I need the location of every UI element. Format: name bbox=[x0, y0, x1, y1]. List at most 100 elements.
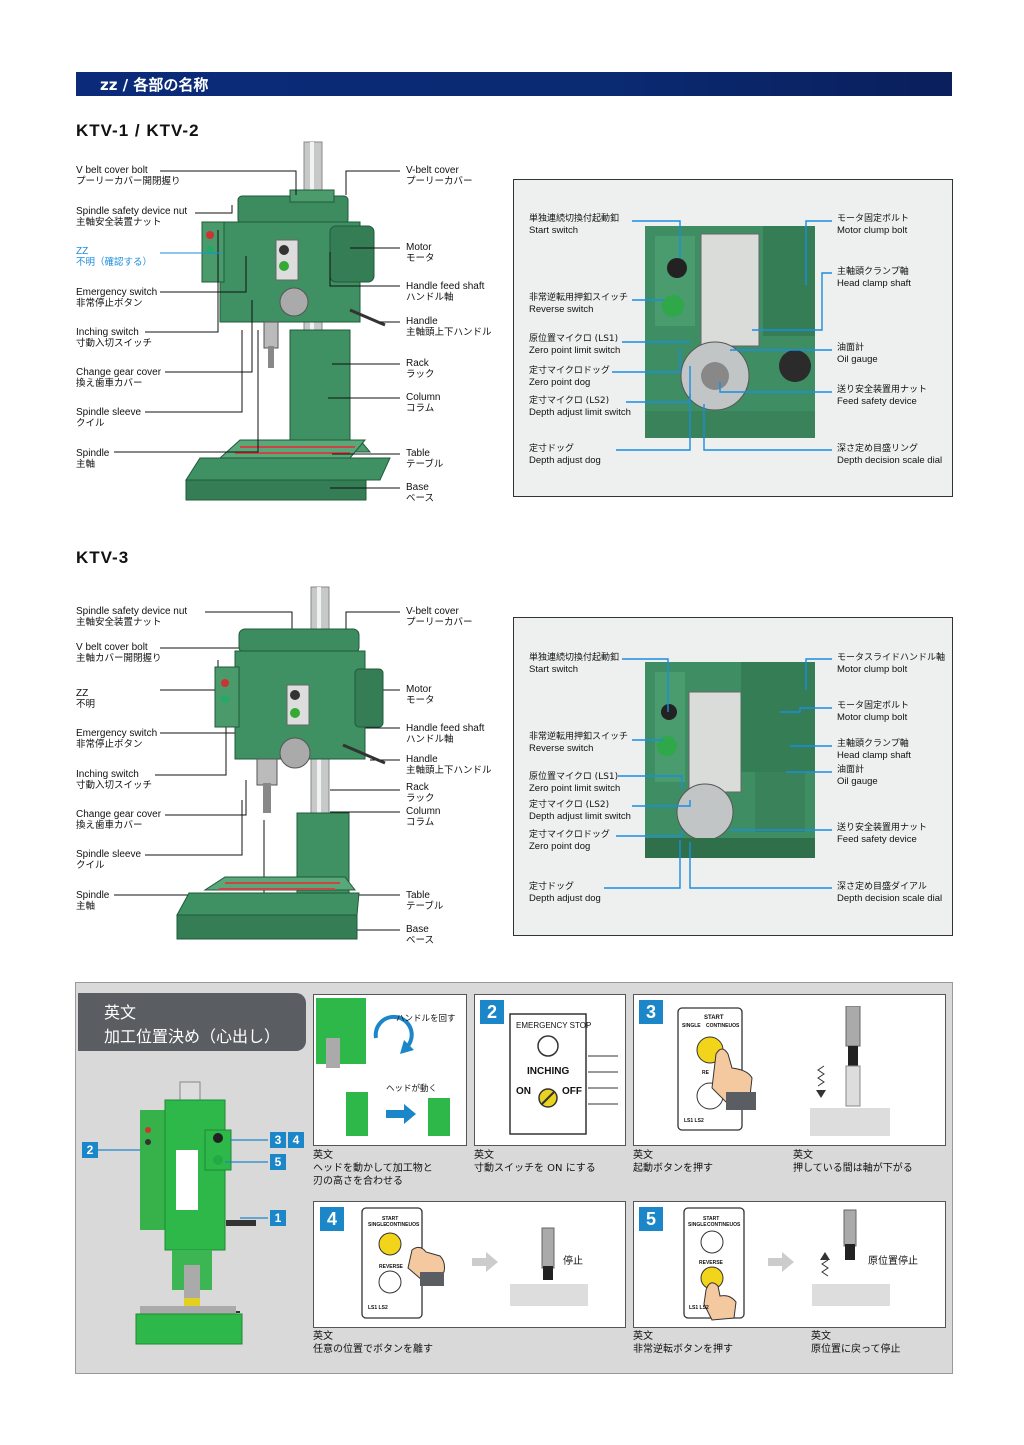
drill-press-ktv3-illustration bbox=[176, 586, 386, 940]
model-title-ktv12: KTV-1 / KTV-2 bbox=[76, 121, 200, 140]
photo-label-zero-point-limit: 原位置マイクロ (LS1)Zero point limit switch bbox=[529, 334, 621, 356]
step-4-start-label: START bbox=[382, 1216, 399, 1222]
step-3-cont-label: CONTINEUOS bbox=[706, 1023, 740, 1029]
tag-4: 4 bbox=[288, 1132, 304, 1148]
step-3-illustration bbox=[677, 1006, 890, 1136]
model-title-ktv3: KTV-3 bbox=[76, 548, 130, 567]
step-3-reverse-label: RE bbox=[702, 1070, 709, 1076]
tag-5: 5 bbox=[270, 1154, 286, 1170]
step-3-single-label: SINGLE bbox=[682, 1023, 701, 1029]
step-5-badge: 5 bbox=[639, 1207, 663, 1231]
photo-label-depth-adjust-limit: 定寸マイクロ (LS2)Depth adjust limit switch bbox=[529, 396, 631, 418]
step-4-reverse-label: REVERSE bbox=[379, 1264, 403, 1270]
step-2-panel-illustration bbox=[509, 1013, 618, 1135]
step-3-start-label: START bbox=[704, 1015, 724, 1021]
step-2-caption: 英文寸動スイッチを ON にする bbox=[474, 1150, 596, 1174]
step-4-badge: 4 bbox=[320, 1207, 344, 1231]
step-2-emergency-stop: EMERGENCY STOP bbox=[516, 1021, 592, 1030]
tag-1: 1 bbox=[270, 1210, 286, 1226]
photo3-label-depth-adjust-limit: 定寸マイクロ (LS2)Depth adjust limit switch bbox=[529, 800, 631, 822]
step-3-caption-b: 英文押している間は軸が下がる bbox=[793, 1150, 913, 1174]
tag-3: 3 bbox=[270, 1132, 286, 1148]
green-machine-illustration bbox=[135, 1081, 256, 1345]
step-4-single-label: SINGLE bbox=[368, 1222, 387, 1228]
step-5-reverse-label: REVERSE bbox=[699, 1260, 723, 1266]
step-2-off-label: OFF bbox=[562, 1086, 582, 1097]
step-5-start-label: START bbox=[703, 1216, 720, 1222]
step-1-caption: 英文ヘッドを動かして加工物と刃の高さを合わせる bbox=[313, 1150, 433, 1187]
control-panel-photo-ktv3 bbox=[645, 662, 815, 858]
step-1-note-turn-handle: ハンドルを回す bbox=[396, 1014, 456, 1024]
section-header-bar: zz / 各部の名称 bbox=[76, 72, 952, 96]
step-5-caption: 英文非常逆転ボタンを押す bbox=[633, 1331, 733, 1355]
step-3-caption: 英文起動ボタンを押す bbox=[633, 1150, 713, 1174]
step-5-ls-label: LS1 LS2 bbox=[689, 1305, 709, 1311]
step-4-illustration bbox=[361, 1207, 588, 1319]
step-5-home-stop-label: 原位置停止 bbox=[868, 1256, 918, 1267]
step-4-ls-label: LS1 LS2 bbox=[368, 1305, 388, 1311]
step-2-inching-label: INCHING bbox=[527, 1066, 570, 1077]
drill-press-ktv12-illustration bbox=[185, 141, 391, 501]
step-4-cont-label: CONTINEUOS bbox=[386, 1222, 420, 1228]
step-3-badge: 3 bbox=[639, 1000, 663, 1024]
step-1-note-head-moves: ヘッドが動く bbox=[386, 1084, 438, 1094]
photo3-label-zero-point-limit: 原位置マイクロ (LS1)Zero point limit switch bbox=[529, 772, 621, 794]
step-4-caption: 英文任意の位置でボタンを離す bbox=[313, 1331, 433, 1355]
step-5-single-label: SINGLE bbox=[688, 1222, 707, 1228]
control-panel-photo-ktv12 bbox=[645, 226, 815, 438]
step-1-illustration bbox=[316, 998, 450, 1136]
section-title: zz / 各部の名称 bbox=[100, 76, 209, 94]
steps-title: 英文 加工位置決め（心出し） bbox=[78, 993, 306, 1051]
step-5-illustration bbox=[683, 1207, 890, 1321]
step-5-cont-label: CONTINEUOS bbox=[707, 1222, 741, 1228]
step-5-caption-b: 英文原位置に戻って停止 bbox=[811, 1331, 901, 1355]
